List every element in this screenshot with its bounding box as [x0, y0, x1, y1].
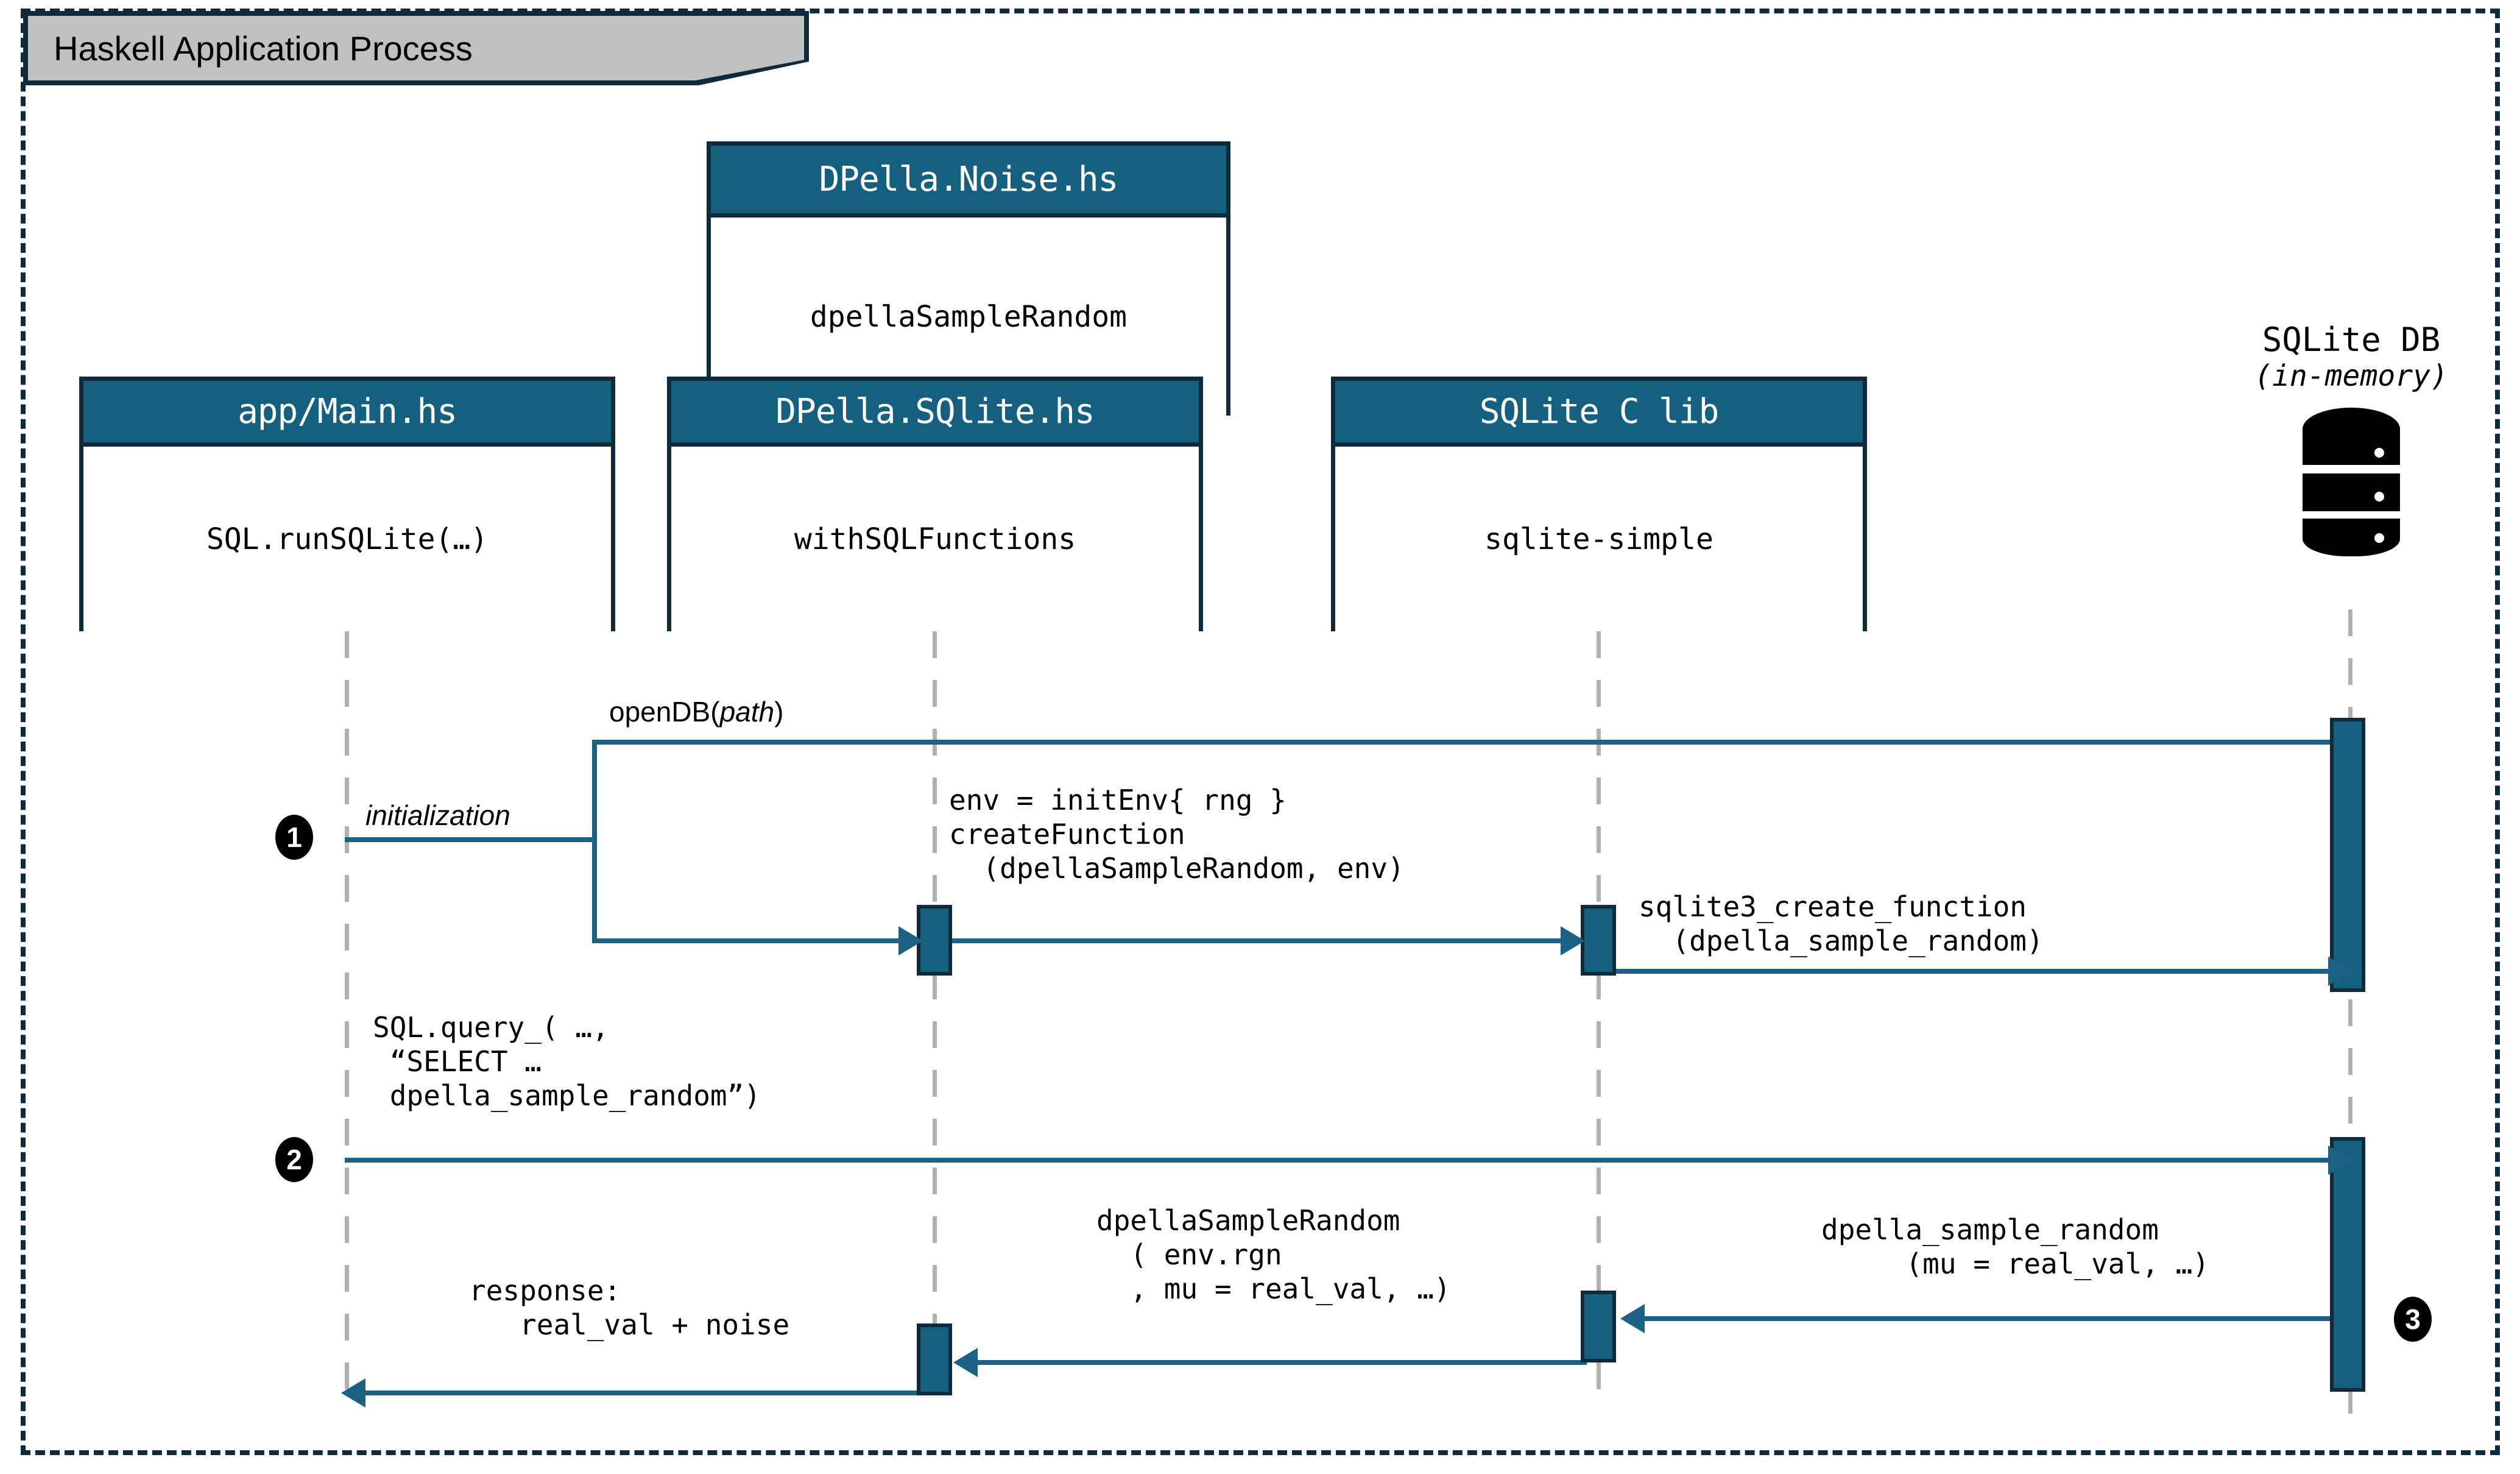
lifeline-dpella-sqlite	[933, 631, 937, 1411]
message-dpella-sample-random-c-label: dpella_sample_random (mu = real_val, …)	[1821, 1213, 2209, 1281]
participant-body-dpella-sqlite: withSQLFunctions	[671, 447, 1199, 631]
message-db-to-c-lib-line	[1645, 1316, 2331, 1321]
message-db-to-c-lib-arrowhead	[1620, 1304, 1645, 1333]
frame-title-label: Haskell Application Process	[54, 29, 473, 68]
message-response-line	[365, 1391, 944, 1395]
activation-sqlite-db-query	[2330, 1137, 2365, 1392]
message-response-arrowhead	[341, 1378, 365, 1408]
frame-title-tab-inner: Haskell Application Process	[28, 16, 804, 80]
message-create-function-arrowhead	[898, 926, 923, 955]
message-create-function-label: env = initEnv{ rng } createFunction (dpe…	[949, 784, 1405, 885]
participant-box-sqlite-c-lib[interactable]: SQLite C lib sqlite-simple	[1331, 377, 1867, 631]
participant-header-dpella-sqlite: DPella.SQlite.hs	[671, 381, 1199, 447]
step-badge-1: 1	[275, 815, 313, 860]
lifeline-sqlite-c-lib	[1597, 631, 1601, 1411]
message-query-line	[345, 1158, 2353, 1163]
participant-sqlite-db[interactable]: SQLite DB (in-memory)	[2181, 321, 2520, 556]
participant-box-app-main[interactable]: app/Main.hs SQL.runSQLite(…)	[79, 377, 615, 631]
activation-sqlite-db-init	[2330, 718, 2365, 992]
step-2-label: SQL.query_( …, “SELECT … dpella_sample_r…	[373, 1011, 761, 1113]
message-open-db-line	[592, 740, 2352, 745]
message-create-function-line	[592, 938, 921, 943]
activation-sqlite-c-lib-init	[1581, 905, 1616, 976]
participant-body-app-main: SQL.runSQLite(…)	[83, 447, 611, 631]
diagram-frame	[21, 9, 2500, 1455]
message-sqlite3-create-function-label: sqlite3_create_function (dpella_sample_r…	[1639, 890, 2044, 958]
participant-body-sqlite-c-lib: sqlite-simple	[1335, 447, 1863, 631]
message-response-label: response: real_val + noise	[469, 1274, 790, 1342]
participant-header-sqlite-c-lib: SQLite C lib	[1335, 381, 1863, 447]
message-c-lib-to-hs-line	[978, 1360, 1587, 1365]
message-initialization-stub	[345, 837, 597, 842]
lifeline-sqlite-db	[2348, 609, 2352, 1414]
db-title-label: SQLite DB	[2262, 321, 2441, 359]
message-c-lib-to-db-arrowhead	[2328, 957, 2352, 986]
message-c-lib-to-db-line	[1616, 969, 2353, 974]
participant-header-dpella-noise: DPella.Noise.hs	[711, 146, 1226, 218]
message-query-arrowhead	[2328, 1146, 2352, 1175]
step-badge-3: 3	[2394, 1297, 2432, 1342]
database-cylinder-icon	[2303, 407, 2400, 556]
message-to-c-lib-arrowhead	[1561, 926, 1585, 955]
message-to-c-lib-line	[952, 938, 1584, 943]
step-badge-2: 2	[275, 1137, 313, 1182]
participant-box-dpella-noise[interactable]: DPella.Noise.hs dpellaSampleRandom	[707, 141, 1230, 416]
step-1-label: initialization	[365, 799, 510, 831]
participant-header-app-main: app/Main.hs	[83, 381, 611, 447]
message-open-db-label: openDB(path)	[609, 696, 784, 728]
lifeline-app-main	[345, 631, 349, 1411]
message-dpella-sample-random-hs-label: dpellaSampleRandom ( env.rgn , mu = real…	[1096, 1204, 1451, 1306]
message-fork-stem	[592, 740, 597, 941]
activation-dpella-sqlite-callback	[917, 1323, 952, 1395]
db-subtitle-label: (in-memory)	[2254, 358, 2448, 393]
message-c-lib-to-hs-arrowhead	[953, 1348, 978, 1377]
participant-box-dpella-sqlite[interactable]: DPella.SQlite.hs withSQLFunctions	[667, 377, 1203, 631]
activation-sqlite-c-lib-callback	[1581, 1291, 1616, 1362]
frame-title-tab: Haskell Application Process	[23, 11, 809, 85]
